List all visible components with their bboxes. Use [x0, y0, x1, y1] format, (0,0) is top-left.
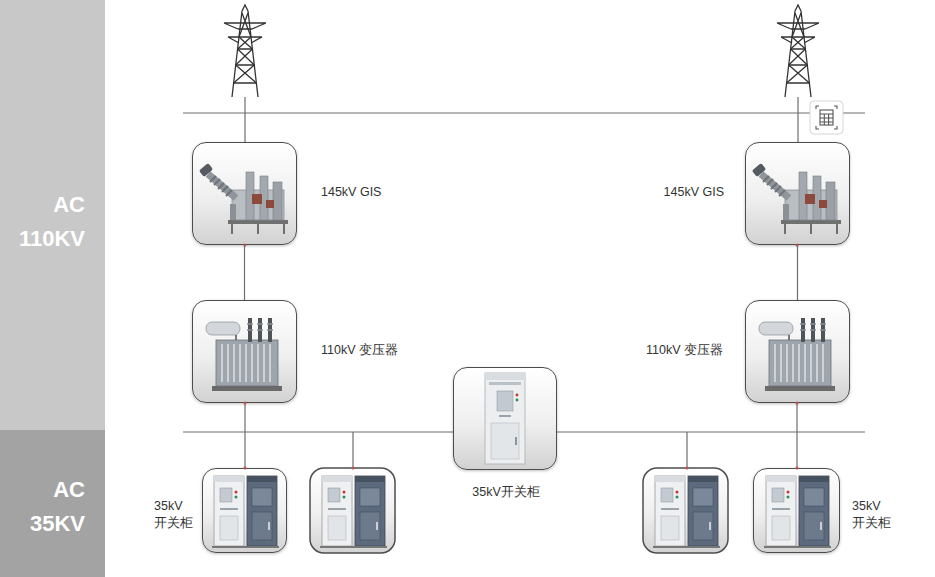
feeder-line — [797, 245, 798, 300]
switchgear-symbol — [764, 476, 831, 548]
feeder-wire — [796, 432, 797, 468]
bus-bar — [183, 112, 865, 113]
equipment-label: 110kV 变压器 — [321, 342, 398, 359]
tower-symbol — [224, 5, 266, 97]
voltage-label: AC 35KV — [5, 473, 85, 541]
equipment-box: 110kV 变压器 — [192, 300, 297, 403]
toolbar-icon — [810, 101, 843, 134]
switchgear-symbol — [212, 476, 279, 548]
gis-symbol — [199, 163, 288, 234]
equipment-box: 145kV GIS — [192, 142, 297, 245]
gis-symbol — [752, 163, 841, 234]
equipment-label: 110kV 变压器 — [646, 342, 723, 359]
switchgear-symbol — [653, 476, 720, 548]
equipment-box: 145kV GIS — [745, 142, 850, 245]
equipment-label: 35kV 开关柜 — [154, 498, 194, 532]
feeder-wire — [797, 97, 798, 142]
transmission-towers — [224, 5, 819, 97]
equipment-label: 35kV开关柜 — [454, 484, 558, 501]
feeder-wire — [686, 432, 687, 468]
feeder-wire — [352, 432, 353, 468]
feeder-line — [244, 245, 245, 300]
equipment-box: 35kV 开关柜 — [753, 468, 840, 553]
voltage-band: AC 110KV — [0, 0, 105, 430]
transformer-symbol — [759, 318, 835, 391]
switchgear-symbol — [320, 476, 387, 548]
transformer-symbol — [206, 318, 282, 391]
feeder-wire — [244, 403, 245, 432]
equipment-label: 145kV GIS — [321, 184, 381, 201]
equipment-box: 35kV 开关柜 — [202, 468, 287, 553]
equipment-box: 35kV开关柜 — [453, 367, 557, 470]
equipment-label: 145kV GIS — [664, 184, 724, 201]
equipment-box — [310, 468, 395, 553]
equipment-box — [643, 468, 728, 553]
unlabeled-switchgear — [310, 468, 728, 553]
cabinet-symbol — [485, 373, 525, 464]
equipment-box: 110kV 变压器 — [745, 300, 850, 403]
equipment-label: 35kV 开关柜 — [852, 498, 892, 532]
feeder-wire — [244, 432, 245, 468]
feeder-wire — [244, 97, 245, 142]
terminal-dots — [244, 244, 799, 470]
voltage-label: AC 110KV — [5, 188, 85, 256]
tower-symbol — [777, 5, 819, 97]
feeder-wire — [796, 403, 797, 432]
voltage-band: AC 35KV — [0, 430, 105, 577]
